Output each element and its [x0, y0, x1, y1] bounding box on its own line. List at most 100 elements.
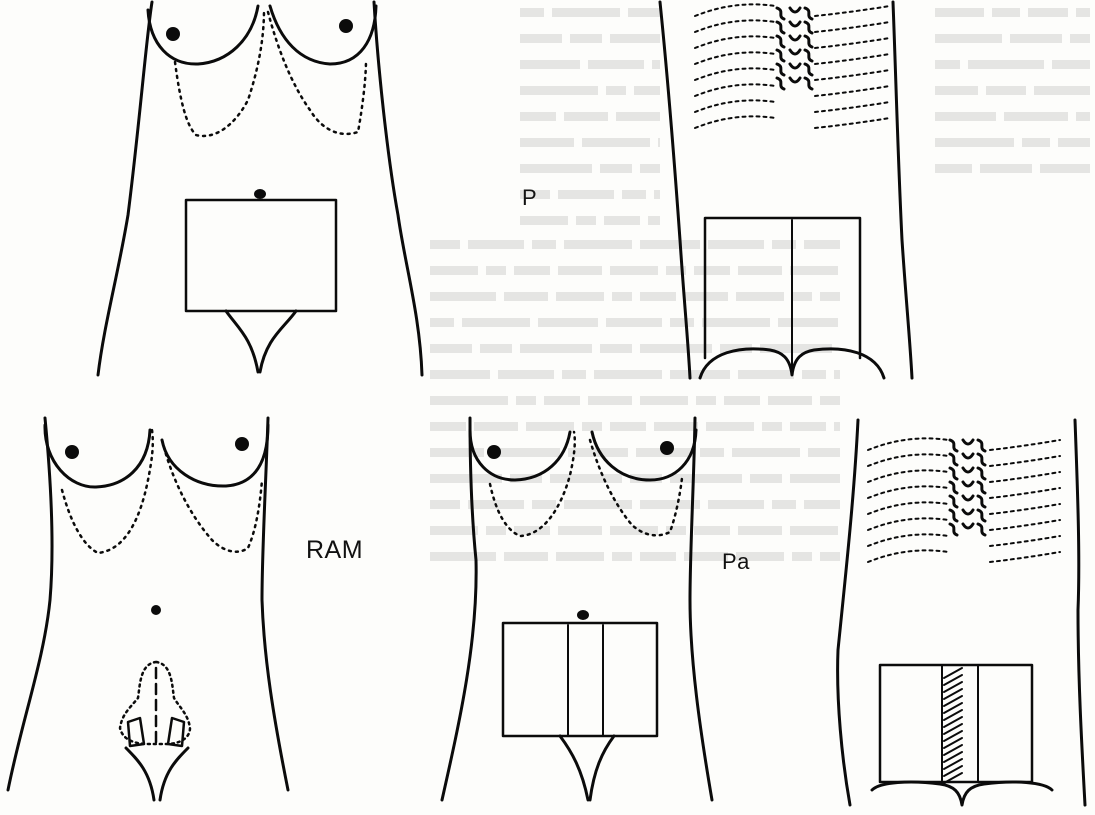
spine-ridge-mark [978, 454, 985, 465]
flap-pedicle-right [168, 718, 184, 746]
vertebra-mark [790, 22, 800, 26]
rib-stroke [868, 470, 948, 482]
vertebra-mark [790, 64, 800, 68]
rib-stroke [990, 520, 1060, 530]
body-outline-left [8, 418, 52, 790]
label-ram: RAM [306, 536, 363, 565]
rib-stroke [815, 54, 890, 64]
back-incision [880, 665, 1032, 782]
back-p [660, 2, 912, 378]
rib-stroke [990, 440, 1060, 450]
back-pa [838, 420, 1085, 805]
spine-ridge-mark [777, 22, 784, 33]
rib-stroke [815, 118, 890, 128]
rib-stroke [815, 22, 890, 32]
breast-left [148, 6, 258, 64]
gluteal-cleft [872, 782, 1052, 805]
spine-ridge-mark [805, 22, 812, 33]
spine-ridge-mark [805, 78, 812, 89]
umbilicus [254, 189, 266, 199]
rib-stroke [868, 454, 948, 466]
rib-stroke [868, 518, 948, 530]
breast-right [592, 430, 696, 480]
hatched-midline-strip [944, 668, 962, 783]
spine-marks [777, 8, 812, 89]
vertebra-mark [963, 496, 973, 500]
body-outline-right [690, 418, 712, 800]
breast-left [45, 425, 150, 487]
rib-stroke [695, 116, 775, 128]
nipple-right [235, 437, 249, 451]
spine-ridge-mark [978, 510, 985, 521]
spine-ridge-mark [950, 440, 957, 451]
rib-stroke [868, 486, 948, 498]
rib-stroke [695, 20, 775, 32]
spine-ridge-mark [978, 468, 985, 479]
spine-ridge-mark [978, 482, 985, 493]
dotted-inframammary-left [490, 432, 575, 536]
label-pa: Pa [722, 549, 750, 575]
vertebra-mark [790, 50, 800, 54]
torso-front-p [98, 2, 422, 375]
spine-ridge-mark [978, 440, 985, 451]
spine-ridge-mark [777, 50, 784, 61]
vertebra-mark [963, 510, 973, 514]
spine-ridge-mark [777, 36, 784, 47]
rib-stroke [868, 550, 948, 562]
body-outline-left [98, 2, 152, 375]
back-outline-right [1075, 420, 1085, 805]
spine-ridge-mark [950, 510, 957, 521]
vertebra-mark [963, 524, 973, 528]
rib-stroke [815, 38, 890, 48]
spine-ridge-mark [805, 50, 812, 61]
spine-ridge-mark [950, 524, 957, 535]
spine-ridge-mark [805, 8, 812, 19]
midline-band [568, 625, 603, 736]
spine-ridge-mark [950, 482, 957, 493]
nipple-right [660, 441, 674, 455]
rib-stroke [815, 102, 890, 112]
spine-ridge-mark [978, 496, 985, 507]
rib-stroke [868, 502, 948, 514]
umbilicus [151, 605, 161, 615]
label-p: P [522, 185, 537, 211]
rib-stroke [695, 84, 775, 96]
rib-stroke [990, 504, 1060, 514]
rib-stroke [695, 36, 775, 48]
spine-ridge-mark [777, 64, 784, 75]
spine-ridge-mark [777, 78, 784, 89]
rib-stroke [868, 438, 948, 450]
breast-right [162, 425, 268, 486]
rib-stroke [868, 534, 948, 546]
rib-stroke [990, 552, 1060, 562]
rib-stroke [695, 4, 775, 16]
spine-ridge-mark [978, 524, 985, 535]
vertebra-mark [790, 78, 800, 82]
nipple-right [339, 19, 353, 33]
vertebra-mark [790, 36, 800, 40]
vertebra-mark [963, 454, 973, 458]
spine-ridge-mark [805, 64, 812, 75]
rib-stroke [990, 488, 1060, 498]
body-outline-left [442, 418, 476, 800]
vertebra-mark [963, 440, 973, 444]
back-outline-left [660, 2, 690, 378]
rib-stroke [990, 456, 1060, 466]
spine-ridge-mark [950, 496, 957, 507]
torso-front-ram [8, 418, 288, 800]
spine-ridge-mark [950, 468, 957, 479]
back-outline-right [893, 2, 912, 378]
vertebra-mark [963, 468, 973, 472]
pubic-v [126, 748, 188, 800]
breast-left [470, 430, 570, 480]
rib-stroke [695, 100, 775, 112]
pubic-v [226, 311, 296, 372]
spine-ridge-mark [777, 8, 784, 19]
vertebra-mark [790, 8, 800, 12]
incision-rectangle [503, 623, 657, 736]
nipple-left [65, 445, 79, 459]
pubic-v [560, 736, 614, 800]
body-outline-right [374, 2, 422, 375]
nipple-left [487, 445, 501, 459]
